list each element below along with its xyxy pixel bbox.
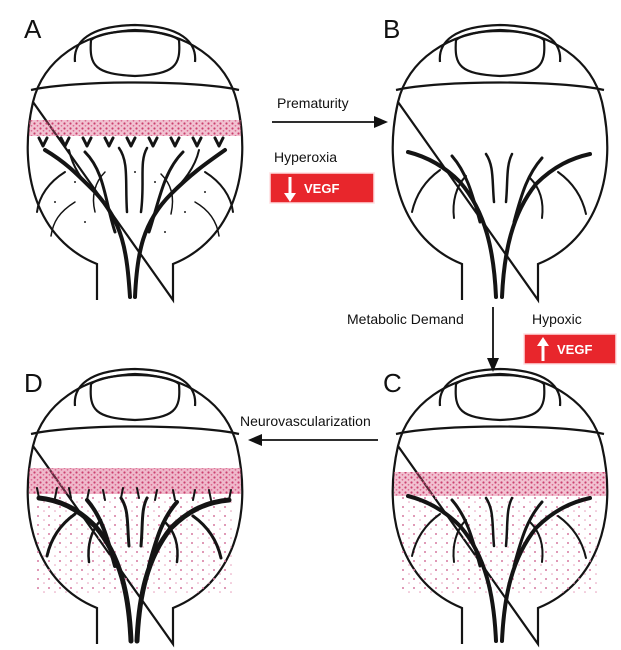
panel-c: C xyxy=(383,368,607,644)
pink-haze-c xyxy=(400,496,600,596)
panel-letter-c: C xyxy=(383,368,402,398)
arrowhead-a-to-b xyxy=(374,116,388,128)
panel-b: B xyxy=(383,14,607,300)
vegf-up-text: VEGF xyxy=(557,342,592,357)
panel-a: A xyxy=(24,14,242,300)
panel-letter-b: B xyxy=(383,14,400,44)
hypoxic-label: Hypoxic xyxy=(532,311,582,327)
hyperoxia-label: Hyperoxia xyxy=(274,149,337,165)
step-neovascularization: Neurovascularization xyxy=(240,413,378,446)
vessel-tree-a xyxy=(37,138,233,297)
panel-d: D xyxy=(24,368,242,644)
step-hyperoxia: Hyperoxia VEGF xyxy=(270,149,374,203)
step-prematurity: Prematurity xyxy=(272,95,388,128)
pink-haze-d xyxy=(35,496,235,596)
eye-b xyxy=(393,25,608,300)
step-metabolic-demand: Metabolic Demand xyxy=(347,307,499,372)
vegf-down-text: VEGF xyxy=(304,181,339,196)
prematurity-label: Prematurity xyxy=(277,95,349,111)
eye-c xyxy=(393,369,608,644)
panel-letter-a: A xyxy=(24,14,42,44)
metabolic-label: Metabolic Demand xyxy=(347,311,464,327)
step-hypoxic: Hypoxic VEGF xyxy=(524,311,616,364)
neovascular-label: Neurovascularization xyxy=(240,413,371,429)
panel-letter-d: D xyxy=(24,368,43,398)
vessel-tree-b xyxy=(408,152,590,297)
eye-d xyxy=(28,369,243,644)
arrowhead-c-to-d xyxy=(248,434,262,446)
eye-a xyxy=(28,25,243,300)
